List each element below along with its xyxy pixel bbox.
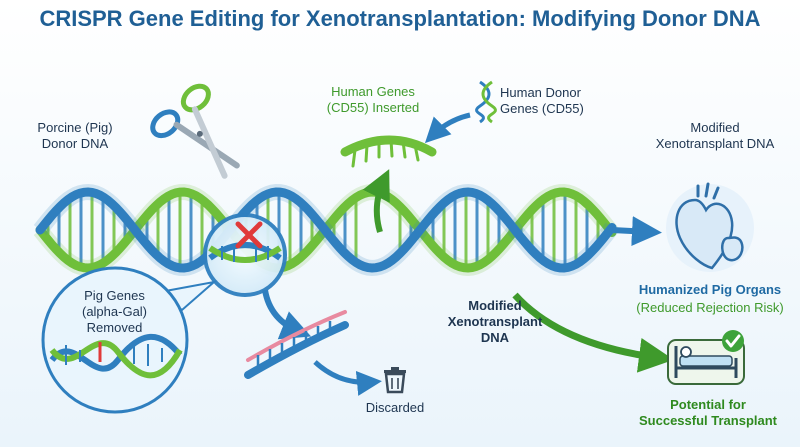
removal-arrow (262, 289, 312, 340)
organs-arrow (611, 216, 662, 247)
insertion-arrow (362, 169, 390, 233)
pig-genes-removed-line3: Removed (86, 319, 143, 335)
reduced-rejection-label: (Reduced Rejection Risk) (636, 300, 784, 315)
modified-dna-top-line1: Modified (690, 120, 740, 135)
dna-icon (475, 80, 497, 124)
modified-dna-center-line1: Modified (468, 298, 522, 313)
dna-double-helix (33, 183, 619, 277)
modified-dna-center-label: Modified Xenotransplant DNA (440, 298, 550, 346)
human-donor-genes-line1: Human Donor (500, 85, 581, 100)
hospital-bed-patient-icon (667, 339, 745, 385)
modified-dna-top-line2: Xenotransplant DNA (655, 135, 775, 151)
porcine-dna-label-line1: Porcine (Pig) (37, 120, 113, 135)
human-donor-genes-label: Human Donor Genes (CD55) (500, 85, 600, 117)
donor-arrow (424, 112, 471, 144)
diagram-title: CRISPR Gene Editing for Xenotransplantat… (39, 6, 761, 31)
pig-genes-removed-line2: (alpha-Gal) (81, 303, 148, 319)
discarded-label: Discarded (365, 400, 425, 415)
transplant-arrow (512, 292, 674, 373)
heart-kidney-icon (666, 182, 754, 272)
modified-dna-center-line2: Xenotransplant (447, 313, 543, 329)
dna-strand-blue (35, 187, 617, 273)
inserted-gene-segment (340, 135, 437, 168)
removed-gene-segment (244, 310, 349, 379)
check-circle-icon (722, 330, 744, 352)
human-genes-inserted-line1: Human Genes (331, 84, 415, 99)
discard-arrow (313, 360, 382, 396)
potential-transplant-line2: Successful Transplant (639, 412, 777, 428)
potential-transplant-line1: Potential for (670, 397, 746, 412)
human-genes-inserted-line2: (CD55) Inserted (326, 99, 420, 115)
scissors-icon (150, 83, 240, 179)
humanized-organs-label: Humanized Pig Organs (638, 282, 782, 297)
potential-transplant-label: Potential for Successful Transplant (628, 397, 788, 429)
red-x-icon (235, 221, 263, 249)
removed-genes-callout (41, 266, 218, 414)
trash-can-icon (384, 367, 406, 394)
modified-dna-center-line3: DNA (480, 329, 510, 345)
human-genes-inserted-label: Human Genes (CD55) Inserted (318, 84, 428, 116)
modified-dna-top-label: Modified Xenotransplant DNA (640, 120, 790, 152)
porcine-dna-label: Porcine (Pig) Donor DNA (20, 120, 130, 152)
magnifier-callout (203, 213, 287, 297)
pig-genes-removed-line1: Pig Genes (84, 288, 145, 303)
pig-genes-removed-label: Pig Genes (alpha-Gal) Removed (62, 288, 167, 336)
porcine-dna-label-line2: Donor DNA (41, 135, 109, 151)
human-donor-genes-line2: Genes (CD55) (500, 100, 584, 116)
